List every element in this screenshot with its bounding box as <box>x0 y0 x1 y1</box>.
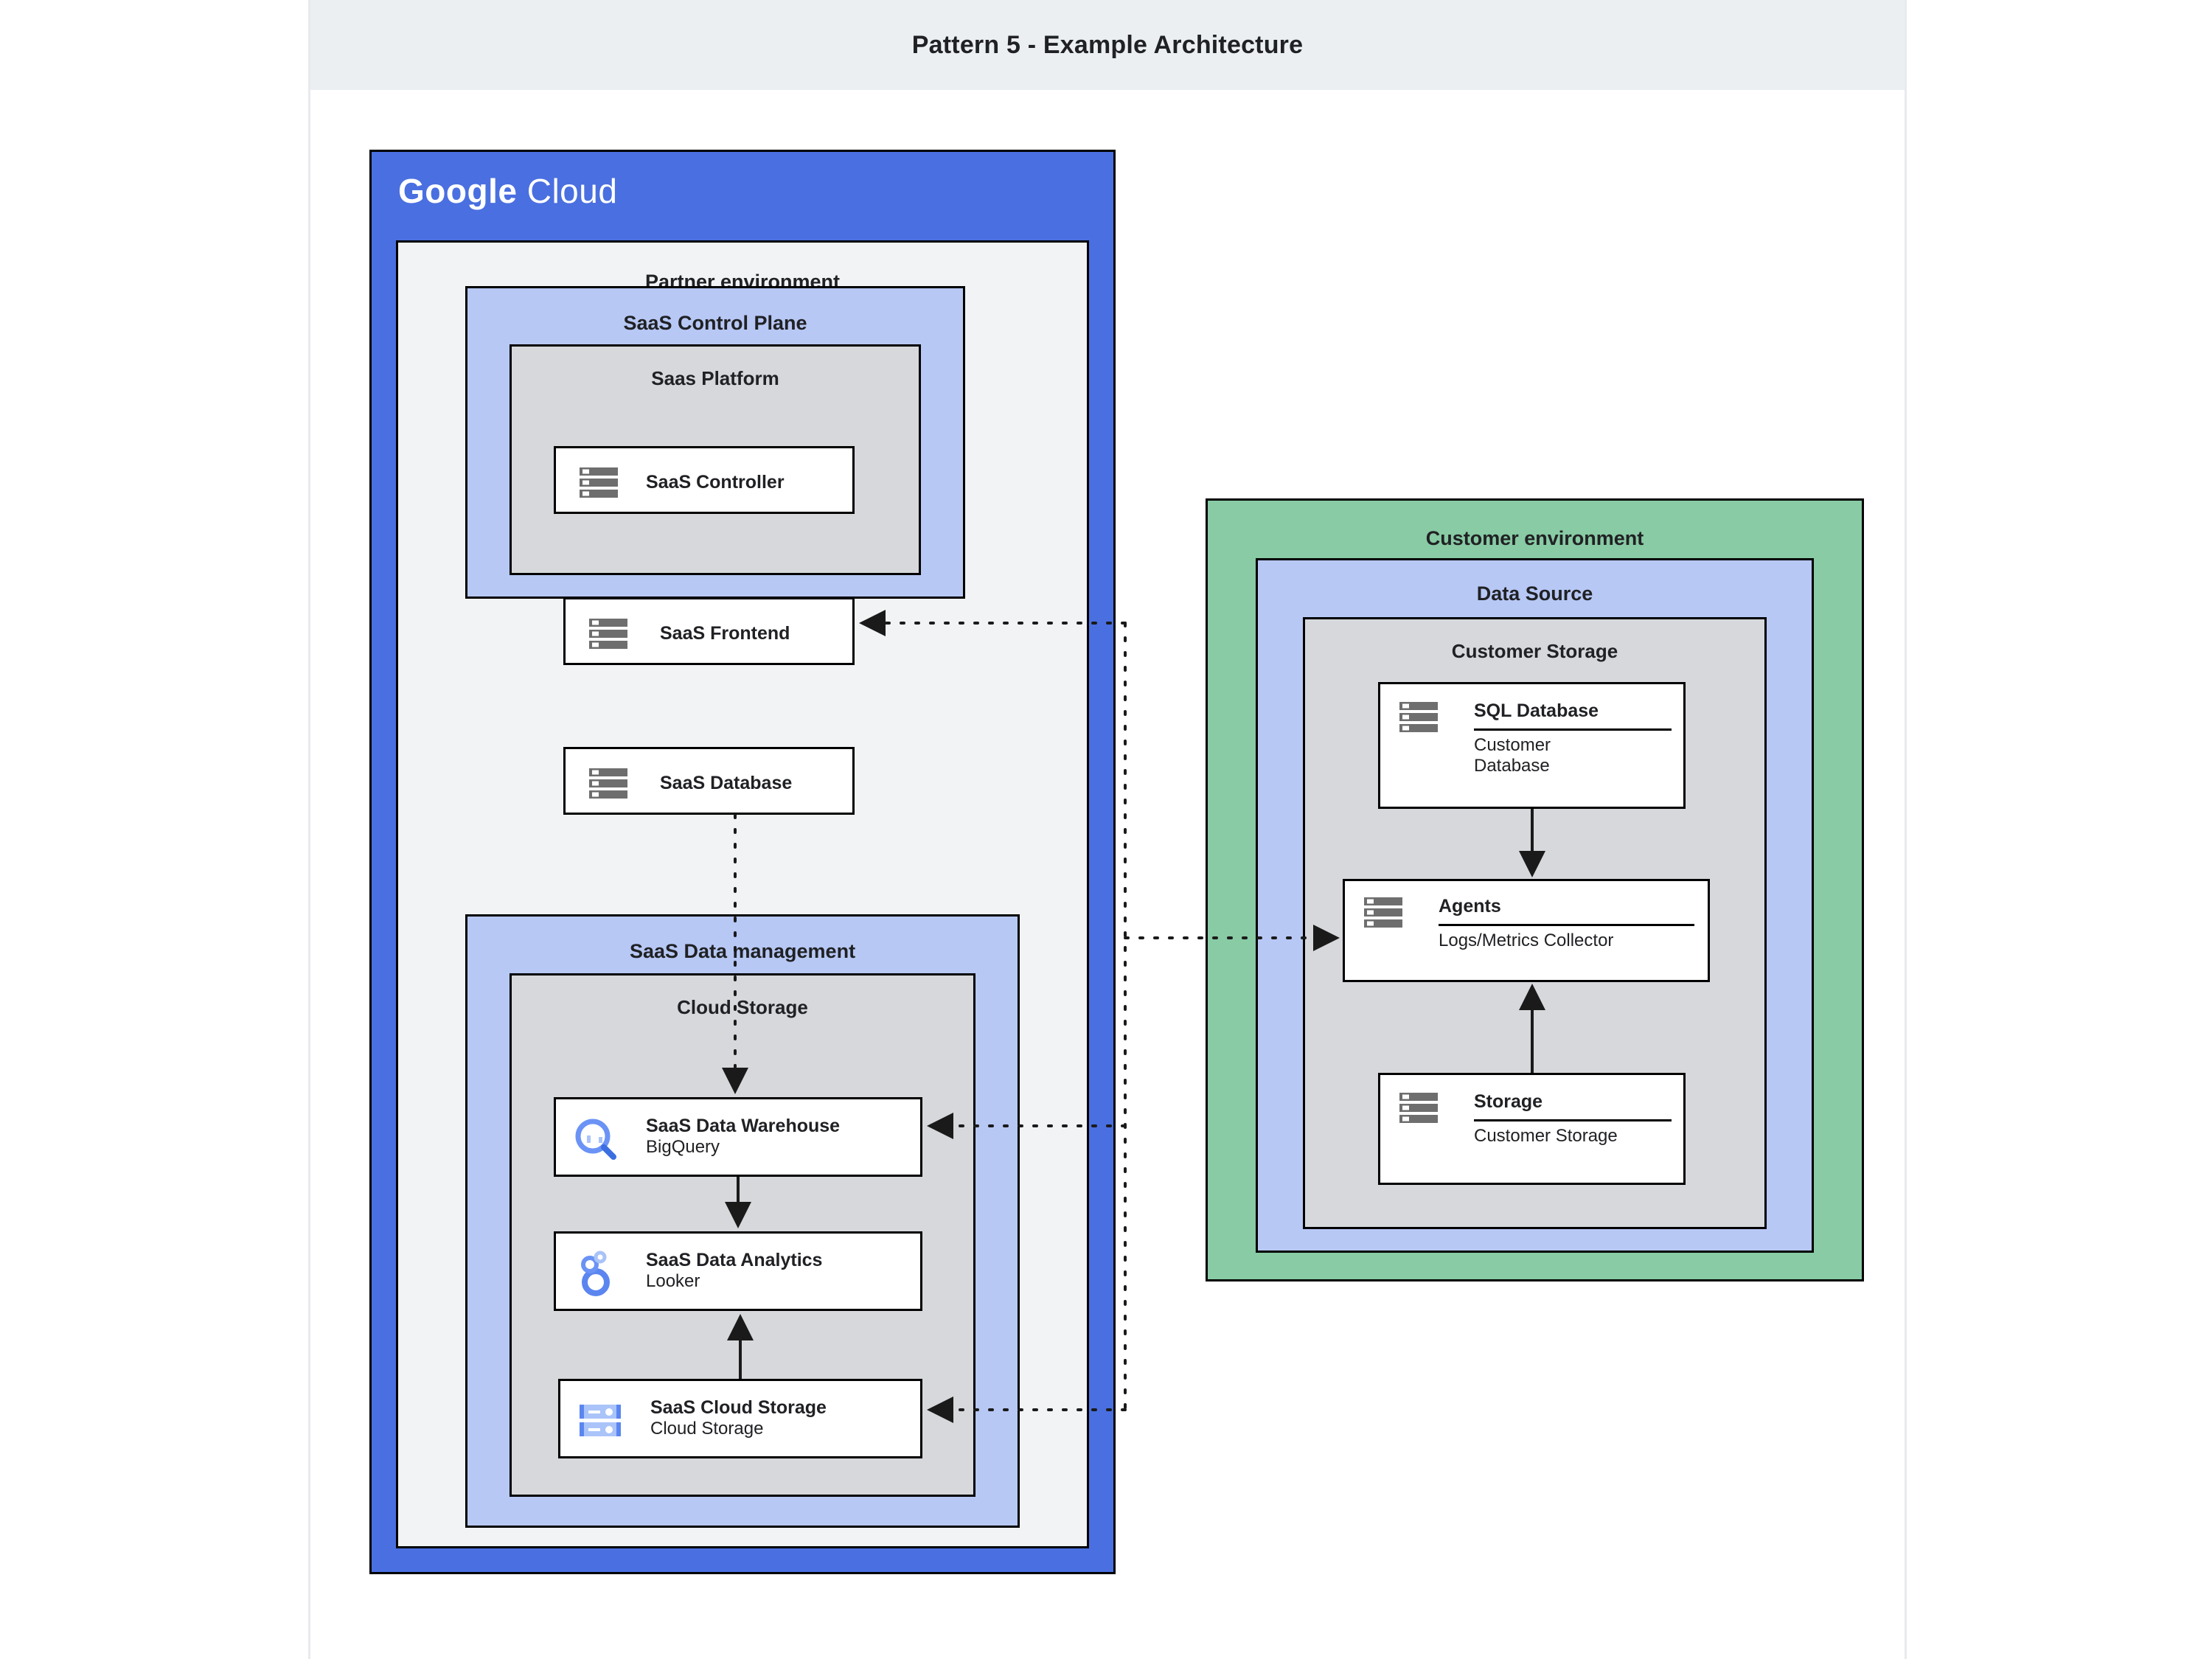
node-saas-frontend[interactable]: SaaS Frontend <box>563 597 855 665</box>
node-agents[interactable]: Agents Logs/Metrics Collector <box>1343 879 1710 982</box>
node-title: Storage <box>1474 1091 1543 1112</box>
google-wordmark: Google <box>398 172 518 210</box>
node-sql-database[interactable]: SQL Database Customer Database <box>1378 682 1686 809</box>
node-divider <box>1474 1119 1672 1121</box>
node-subtitle: Looker <box>646 1270 700 1291</box>
server-icon <box>589 619 627 653</box>
node-label-group: SaaS Controller <box>646 472 785 493</box>
node-title: SaaS Database <box>660 773 793 793</box>
data-source-title: Data Source <box>1476 582 1593 605</box>
google-cloud-logo: Google Cloud <box>398 171 617 211</box>
header-band: Pattern 5 - Example Architecture <box>310 0 1905 90</box>
saas-platform-title: Saas Platform <box>651 367 779 389</box>
node-title: SaaS Data Warehouse <box>646 1116 841 1136</box>
customer-environment-title: Customer environment <box>1425 527 1644 549</box>
node-saas-data-warehouse[interactable]: SaaS Data Warehouse BigQuery <box>554 1097 922 1177</box>
node-subtitle: Cloud Storage <box>650 1418 764 1439</box>
looker-icon <box>575 1250 618 1301</box>
node-label-group: SaaS Database <box>660 773 792 794</box>
page-title: Pattern 5 - Example Architecture <box>911 30 1304 59</box>
node-label-group: SaaS Data Analytics Looker <box>646 1250 822 1291</box>
node-title: Agents <box>1439 896 1501 917</box>
node-subtitle: Logs/Metrics Collector <box>1439 930 1614 950</box>
server-icon <box>589 768 627 803</box>
bigquery-icon <box>574 1117 618 1165</box>
server-icon <box>580 467 618 502</box>
node-label-group: Storage Customer Storage <box>1474 1091 1672 1146</box>
node-storage[interactable]: Storage Customer Storage <box>1378 1073 1686 1185</box>
node-divider <box>1474 728 1672 731</box>
server-icon <box>1399 702 1438 737</box>
saas-data-management-title: SaaS Data management <box>629 940 856 962</box>
node-saas-controller[interactable]: SaaS Controller <box>554 446 855 514</box>
node-label-group: SaaS Data Warehouse BigQuery <box>646 1116 840 1157</box>
node-title: SaaS Data Analytics <box>646 1250 823 1270</box>
node-label-group: SQL Database Customer Database <box>1474 700 1672 776</box>
node-label-group: Agents Logs/Metrics Collector <box>1439 896 1694 950</box>
customer-storage-title: Customer Storage <box>1451 640 1618 662</box>
node-label-group: SaaS Cloud Storage Cloud Storage <box>650 1397 827 1439</box>
node-label-group: SaaS Frontend <box>660 623 790 644</box>
node-subtitle: BigQuery <box>646 1136 720 1157</box>
saas-control-plane-title: SaaS Control Plane <box>623 312 807 334</box>
cloud-storage-title: Cloud Storage <box>677 996 808 1018</box>
node-title: SaaS Cloud Storage <box>650 1397 827 1418</box>
cloud-wordmark: Cloud <box>526 172 618 210</box>
node-title: SQL Database <box>1474 700 1599 721</box>
node-subtitle: Customer Storage <box>1474 1125 1618 1146</box>
node-divider <box>1439 923 1694 926</box>
cloud-storage-icon <box>580 1403 624 1442</box>
node-title: SaaS Controller <box>646 472 785 493</box>
node-saas-cloud-storage[interactable]: SaaS Cloud Storage Cloud Storage <box>558 1379 922 1458</box>
diagram-page: Pattern 5 - Example Architecture Google … <box>308 0 1907 1659</box>
node-subtitle: Customer Database <box>1474 734 1551 776</box>
node-saas-data-analytics[interactable]: SaaS Data Analytics Looker <box>554 1231 922 1311</box>
node-saas-database[interactable]: SaaS Database <box>563 747 855 815</box>
server-icon <box>1364 897 1402 932</box>
server-icon <box>1399 1093 1438 1127</box>
node-title: SaaS Frontend <box>660 623 790 644</box>
